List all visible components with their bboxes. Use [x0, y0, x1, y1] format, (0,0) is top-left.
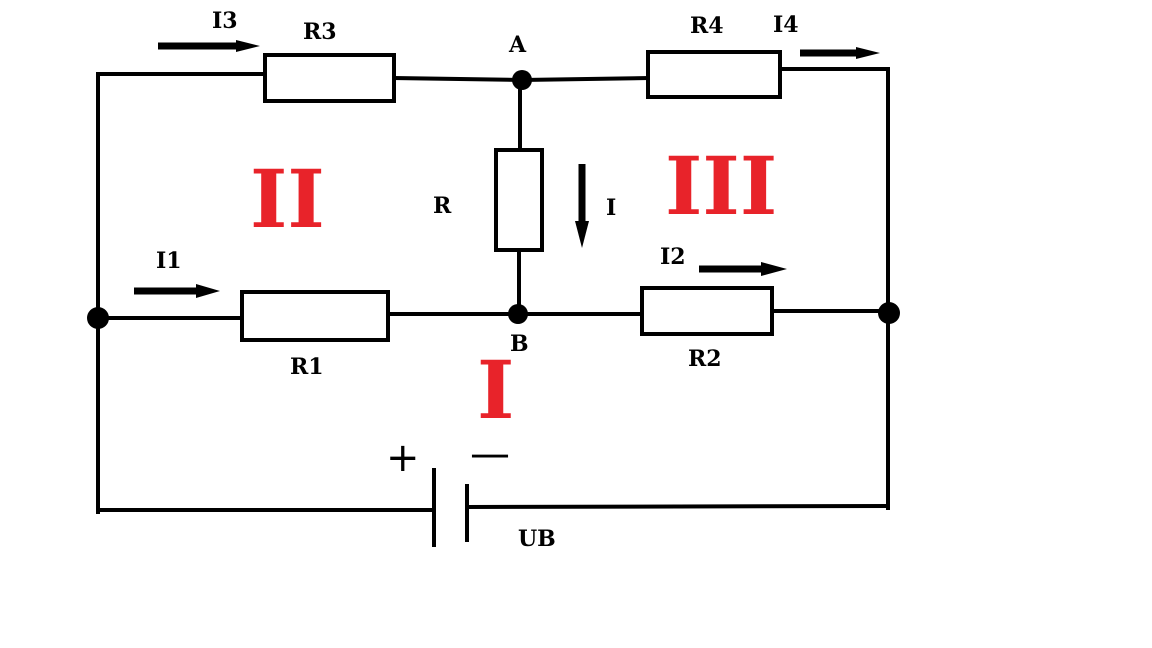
resistor-r3	[263, 53, 396, 103]
wire-bottom-right	[464, 503, 891, 510]
node-left-dot	[87, 307, 109, 329]
battery	[432, 468, 469, 547]
label-i1: I1	[156, 248, 182, 274]
arrow-i2	[699, 262, 787, 276]
label-node-b: B	[510, 331, 529, 357]
arrow-i	[575, 164, 589, 248]
mesh-label-three: III	[665, 139, 777, 233]
wire-right	[779, 67, 890, 510]
label-node-a: A	[508, 32, 527, 58]
label-i3: I3	[212, 8, 238, 34]
battery-plus-sign: +	[386, 435, 420, 481]
resistor-r	[494, 148, 544, 252]
battery-minus-sign: —	[470, 431, 510, 477]
label-i4: I4	[773, 12, 799, 38]
label-r3: R3	[303, 19, 337, 45]
label-i: I	[606, 195, 616, 221]
label-source-ub: UB	[518, 526, 556, 552]
wire-left-top	[96, 72, 267, 514]
label-r: R	[433, 193, 452, 219]
wires	[96, 67, 891, 514]
resistor-r1	[240, 290, 390, 342]
label-r2: R2	[688, 346, 722, 372]
node-a-dot	[512, 70, 532, 90]
resistor-r4	[646, 50, 782, 99]
label-r1: R1	[290, 354, 324, 380]
mesh-label-one: I	[477, 343, 514, 437]
arrow-i4	[800, 47, 880, 59]
arrow-i3	[158, 40, 260, 52]
mesh-label-two: II	[250, 152, 325, 246]
resistor-r2	[640, 286, 774, 336]
label-i2: I2	[660, 244, 686, 270]
arrow-i1	[134, 284, 220, 298]
node-b-dot	[508, 304, 528, 324]
node-right-dot	[878, 302, 900, 324]
label-r4: R4	[690, 13, 724, 39]
